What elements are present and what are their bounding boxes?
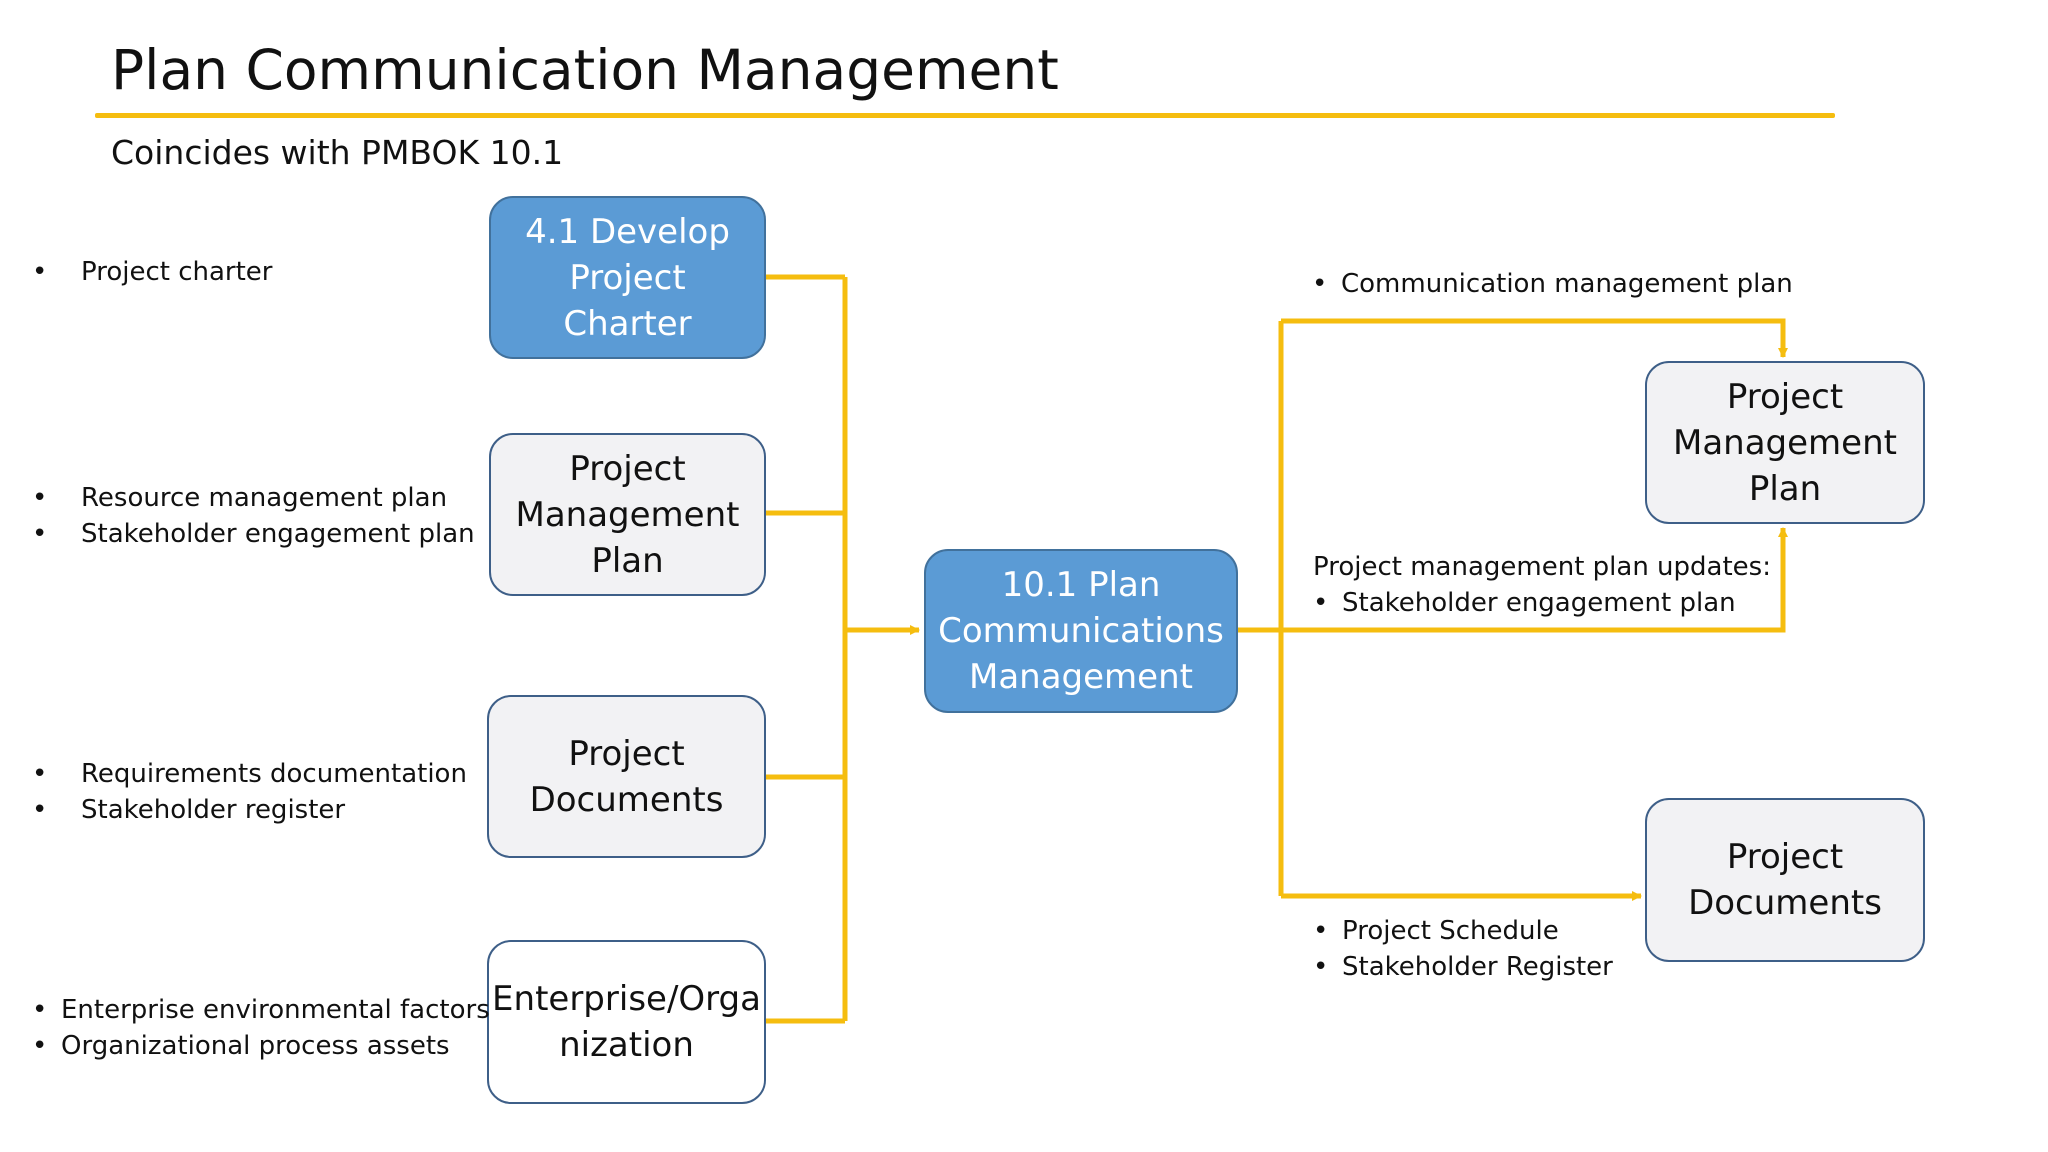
output-pm-plan-box: Project Management Plan [1645, 361, 1925, 524]
bullet-glyph: • [32, 257, 48, 287]
documents-output-notes: •Project Schedule •Stakeholder Register [1313, 913, 1613, 985]
enterprise-organization-box: Enterprise/Orga nization [487, 940, 766, 1104]
list-item: •Enterprise environmental factors [32, 992, 490, 1028]
communication-plan-output-note: •Communication management plan [1312, 266, 1793, 302]
box-line: Enterprise/Orga [492, 979, 761, 1019]
box-line: Communications [938, 611, 1224, 651]
bullet-glyph: • [32, 759, 48, 789]
arrow-to-pm-plan-top [1281, 318, 1788, 358]
list-item: •Stakeholder engagement plan [1313, 585, 1736, 621]
plan-communications-process-box: 10.1 Plan Communications Management [924, 549, 1238, 713]
bullet-glyph: • [32, 519, 48, 549]
list-item: •Resource management plan [32, 480, 475, 516]
box-line: Plan [591, 540, 664, 581]
list-item: •Stakeholder engagement plan [32, 516, 475, 552]
box-line: Management [515, 494, 740, 535]
arrow-to-pm-plan-bottom [1281, 527, 1788, 633]
bullet-glyph: • [32, 795, 48, 825]
box-line: 10.1 Plan [1001, 565, 1161, 605]
list-item: •Stakeholder register [32, 792, 467, 828]
box-line: Management [969, 657, 1193, 697]
input-project-documents-box: Project Documents [487, 695, 766, 858]
list-item: •Communication management plan [1312, 266, 1793, 302]
box-line: Project Charter [563, 257, 692, 344]
pm-plan-updates-heading: Project management plan updates: [1313, 552, 1771, 582]
box-line: Project [1726, 837, 1844, 877]
input-pm-plan-box: Project Management Plan [489, 433, 766, 596]
box-line: 4.1 Develop [525, 211, 730, 252]
box-line: Documents [1688, 883, 1882, 923]
bullet-glyph: • [32, 483, 48, 513]
list-item: •Project charter [32, 254, 273, 290]
box-line: Documents [529, 779, 724, 820]
documents-input-notes: •Requirements documentation •Stakeholder… [32, 756, 467, 828]
bullet-glyph: • [1313, 916, 1329, 946]
box-line: Management [1673, 422, 1897, 463]
bullet-glyph: • [32, 995, 48, 1025]
title-underline [95, 113, 1835, 118]
bullet-glyph: • [32, 1031, 48, 1061]
page-title: Plan Communication Management [111, 38, 1059, 102]
pm-plan-updates-notes: •Stakeholder engagement plan [1313, 585, 1736, 621]
list-item: •Project Schedule [1313, 913, 1613, 949]
list-item: •Organizational process assets [32, 1028, 490, 1064]
bullet-glyph: • [1313, 588, 1329, 618]
box-line: Project [568, 733, 685, 774]
box-line: Project [569, 448, 686, 489]
list-item: •Requirements documentation [32, 756, 467, 792]
enterprise-input-notes: •Enterprise environmental factors •Organ… [32, 992, 490, 1064]
bullet-glyph: • [1312, 269, 1328, 299]
box-line: Plan [1748, 468, 1822, 509]
box-line: nization [559, 1025, 694, 1065]
pm-plan-input-notes: •Resource management plan •Stakeholder e… [32, 480, 475, 552]
list-item: •Stakeholder Register [1313, 949, 1613, 985]
charter-input-notes: •Project charter [32, 254, 273, 290]
bullet-glyph: • [1313, 952, 1329, 982]
output-project-documents-box: Project Documents [1645, 798, 1925, 962]
box-line: Project [1726, 376, 1844, 417]
develop-project-charter-box: 4.1 Develop Project Charter [489, 196, 766, 359]
page-subtitle: Coincides with PMBOK 10.1 [111, 133, 564, 172]
